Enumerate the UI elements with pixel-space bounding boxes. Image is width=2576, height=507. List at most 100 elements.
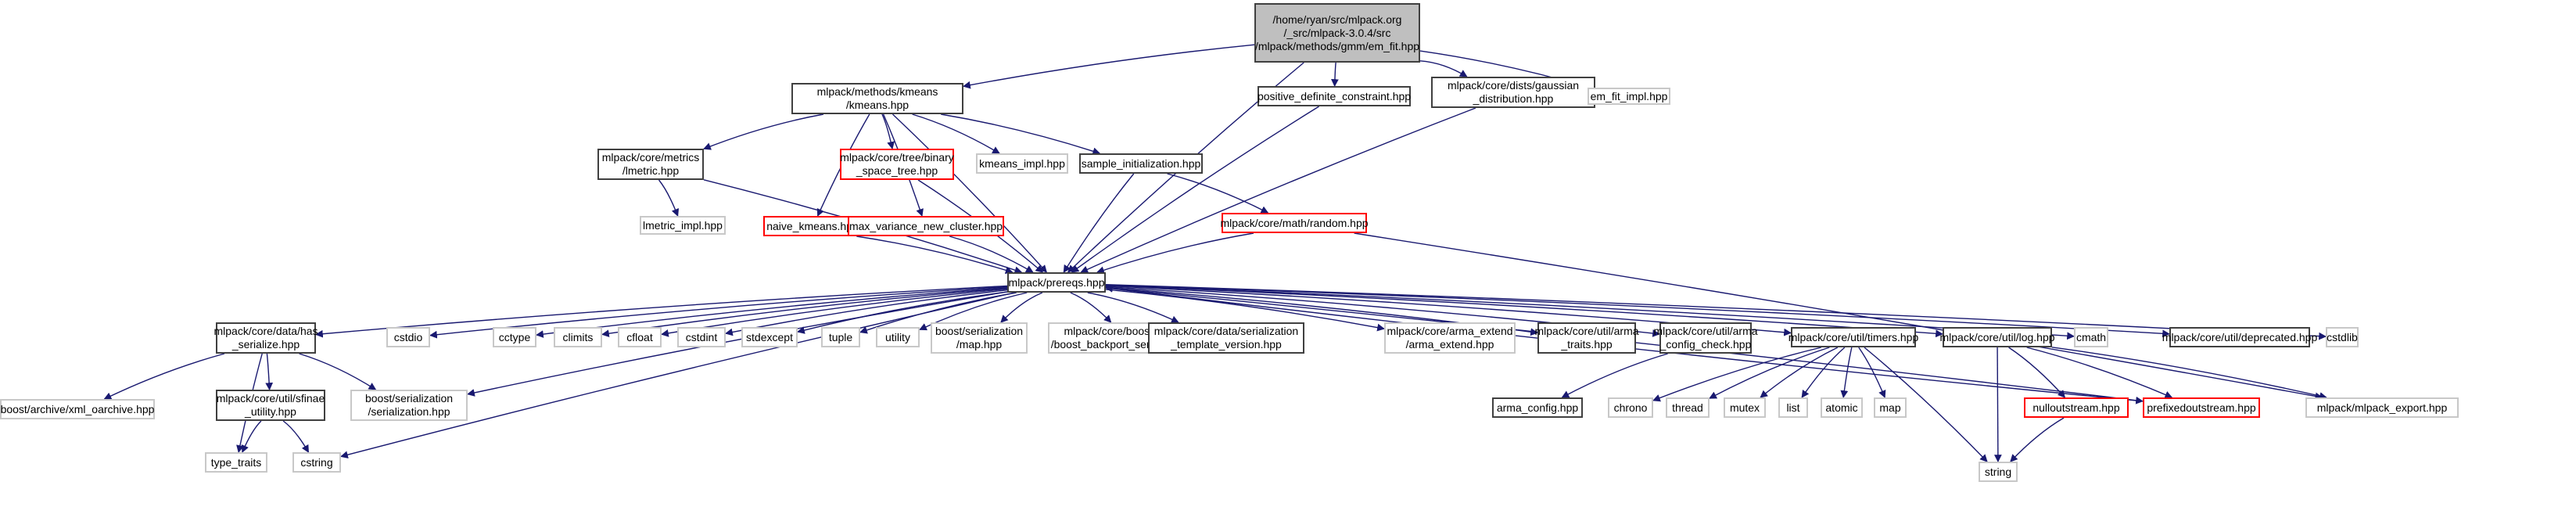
edge-prereqs-to-deprecated bbox=[1105, 284, 2170, 338]
node-label: mlpack/prereqs.hpp bbox=[1008, 275, 1105, 289]
node-cstring[interactable]: cstring bbox=[292, 452, 341, 473]
edge-hasser-to-bser bbox=[299, 353, 377, 390]
node-timers[interactable]: mlpack/core/util/timers.hpp bbox=[1788, 327, 1918, 347]
node-label: mlpack/mlpack_export.hpp bbox=[2316, 401, 2448, 414]
node-root[interactable]: /home/ryan/src/mlpack.org /_src/mlpack-3… bbox=[1254, 3, 1420, 63]
node-label: type_traits bbox=[210, 455, 262, 469]
node-hasser[interactable]: mlpack/core/data/has _serialize.hpp bbox=[213, 322, 318, 354]
node-deprecated[interactable]: mlpack/core/util/deprecated.hpp bbox=[2162, 327, 2317, 347]
node-utility[interactable]: utility bbox=[876, 327, 920, 347]
node-cfloat[interactable]: cfloat bbox=[618, 327, 662, 347]
node-label: cfloat bbox=[626, 330, 653, 343]
node-naive[interactable]: naive_kmeans.hpp bbox=[763, 216, 862, 236]
node-log[interactable]: mlpack/core/util/log.hpp bbox=[1939, 327, 2055, 347]
node-bser[interactable]: boost/serialization /serialization.hpp bbox=[350, 390, 468, 421]
node-label: cmath bbox=[2076, 330, 2107, 343]
node-armaconfig[interactable]: arma_config.hpp bbox=[1492, 397, 1583, 418]
node-cmath[interactable]: cmath bbox=[2074, 327, 2108, 347]
edge-timers-to-thread bbox=[1709, 347, 1830, 399]
edge-lmetric-to-lmetricimpl bbox=[658, 179, 680, 217]
node-label: sample_initialization.hpp bbox=[1081, 156, 1201, 170]
node-armaext[interactable]: mlpack/core/arma_extend /arma_extend.hpp bbox=[1384, 322, 1516, 354]
node-armatraits[interactable]: mlpack/core/util/arma _traits.hpp bbox=[1534, 322, 1639, 354]
edge-kmeans-to-bst bbox=[881, 113, 895, 149]
edge-prereqs-to-stdexcept bbox=[797, 291, 1008, 334]
edge-prereqs-to-bmap bbox=[1000, 292, 1043, 323]
node-cstdlib[interactable]: cstdlib bbox=[2326, 327, 2359, 347]
edge-random-to-export bbox=[1354, 232, 2323, 401]
edge-prereqs-to-cmath bbox=[1105, 284, 2075, 340]
node-lmetricimpl[interactable]: lmetric_impl.hpp bbox=[640, 216, 726, 235]
node-mutex[interactable]: mutex bbox=[1724, 397, 1766, 418]
edge-nullout-to-string bbox=[2010, 417, 2065, 462]
node-cstdio[interactable]: cstdio bbox=[386, 327, 430, 347]
node-xmlo[interactable]: boost/archive/xml_oarchive.hpp bbox=[0, 399, 155, 419]
node-label: mlpack/core/arma_extend /arma_extend.hpp bbox=[1387, 325, 1513, 351]
node-export[interactable]: mlpack/mlpack_export.hpp bbox=[2305, 397, 2459, 418]
node-label: mlpack/core/data/serialization _template… bbox=[1153, 325, 1299, 351]
node-lmetric[interactable]: mlpack/core/metrics /lmetric.hpp bbox=[597, 149, 704, 180]
node-climits[interactable]: climits bbox=[554, 327, 602, 347]
node-label: mlpack/methods/kmeans /kmeans.hpp bbox=[816, 85, 938, 111]
edge-random-to-prereqs bbox=[1096, 232, 1254, 274]
node-stdexcept[interactable]: stdexcept bbox=[741, 327, 798, 347]
node-kmeansimpl[interactable]: kmeans_impl.hpp bbox=[976, 153, 1068, 174]
edge-prereqs-to-stv bbox=[1087, 292, 1179, 323]
edge-sampleinit-to-random bbox=[1167, 173, 1269, 214]
node-random[interactable]: mlpack/core/math/random.hpp bbox=[1220, 213, 1369, 233]
node-label: nulloutstream.hpp bbox=[2032, 401, 2120, 414]
edge-prereqs-to-cctype bbox=[536, 286, 1008, 338]
node-cctype[interactable]: cctype bbox=[493, 327, 536, 347]
node-gauss[interactable]: mlpack/core/dists/gaussian _distribution… bbox=[1431, 77, 1595, 108]
node-thread[interactable]: thread bbox=[1666, 397, 1710, 418]
edge-log-to-prefixed bbox=[2026, 347, 2173, 399]
node-label: lmetric_impl.hpp bbox=[643, 218, 723, 232]
node-map[interactable]: map bbox=[1874, 397, 1907, 418]
node-label: mlpack/core/math/random.hpp bbox=[1220, 216, 1369, 229]
node-nullout[interactable]: nulloutstream.hpp bbox=[2024, 397, 2129, 418]
node-string[interactable]: string bbox=[1979, 462, 2018, 482]
edge-timers-to-chrono bbox=[1652, 347, 1821, 402]
edge-kmeans-to-lmetric bbox=[703, 113, 824, 150]
node-label: chrono bbox=[1613, 401, 1648, 414]
node-label: mlpack/core/util/sfinae _utility.hpp bbox=[216, 392, 325, 418]
node-sampleinit[interactable]: sample_initialization.hpp bbox=[1079, 153, 1203, 174]
node-typetraits[interactable]: type_traits bbox=[205, 452, 267, 473]
node-kmeans[interactable]: mlpack/methods/kmeans /kmeans.hpp bbox=[791, 83, 963, 114]
node-pdc[interactable]: positive_definite_constraint.hpp bbox=[1258, 86, 1411, 106]
edge-maxvar-to-prereqs bbox=[949, 236, 1034, 273]
node-prefixed[interactable]: prefixedoutstream.hpp bbox=[2143, 397, 2260, 418]
node-label: stdexcept bbox=[746, 330, 793, 343]
node-cstdint[interactable]: cstdint bbox=[677, 327, 726, 347]
node-list[interactable]: list bbox=[1778, 397, 1808, 418]
edge-kmeans-to-kmeansimpl bbox=[912, 113, 1000, 154]
node-bst[interactable]: mlpack/core/tree/binary _space_tree.hpp bbox=[840, 149, 954, 180]
node-atomic[interactable]: atomic bbox=[1821, 397, 1863, 418]
node-sfinae[interactable]: mlpack/core/util/sfinae _utility.hpp bbox=[216, 390, 325, 421]
node-maxvar[interactable]: max_variance_new_cluster.hpp bbox=[848, 216, 1004, 236]
node-label: positive_definite_constraint.hpp bbox=[1257, 89, 1412, 102]
edge-root-to-gauss bbox=[1419, 60, 1468, 77]
edge-timers-to-mutex bbox=[1760, 347, 1839, 398]
node-tuple[interactable]: tuple bbox=[821, 327, 860, 347]
edge-root-to-pdc bbox=[1331, 62, 1339, 87]
node-emfitimpl[interactable]: em_fit_impl.hpp bbox=[1588, 88, 1670, 105]
node-bmap[interactable]: boost/serialization /map.hpp bbox=[931, 322, 1028, 354]
node-armacc[interactable]: mlpack/core/util/arma _config_check.hpp bbox=[1653, 322, 1758, 354]
node-label: cstring bbox=[300, 455, 333, 469]
node-label: utility bbox=[885, 330, 910, 343]
node-prereqs[interactable]: mlpack/prereqs.hpp bbox=[1007, 272, 1106, 293]
node-label: max_variance_new_cluster.hpp bbox=[849, 219, 1003, 232]
edge-prereqs-to-cstdint bbox=[725, 289, 1008, 336]
edge-prereqs-to-bbs bbox=[1070, 292, 1112, 323]
node-label: climits bbox=[562, 330, 594, 343]
edge-prereqs-to-hasser bbox=[315, 285, 1008, 338]
edge-naive-to-prereqs bbox=[856, 236, 1014, 275]
node-chrono[interactable]: chrono bbox=[1608, 397, 1653, 418]
edge-prereqs-to-log bbox=[1105, 284, 1943, 338]
node-label: mlpack/core/data/has _serialize.hpp bbox=[213, 325, 318, 351]
node-stv[interactable]: mlpack/core/data/serialization _template… bbox=[1148, 322, 1304, 354]
edge-kmeans-to-prereqs bbox=[892, 113, 1047, 273]
node-label: mlpack/core/util/deprecated.hpp bbox=[2162, 330, 2318, 343]
